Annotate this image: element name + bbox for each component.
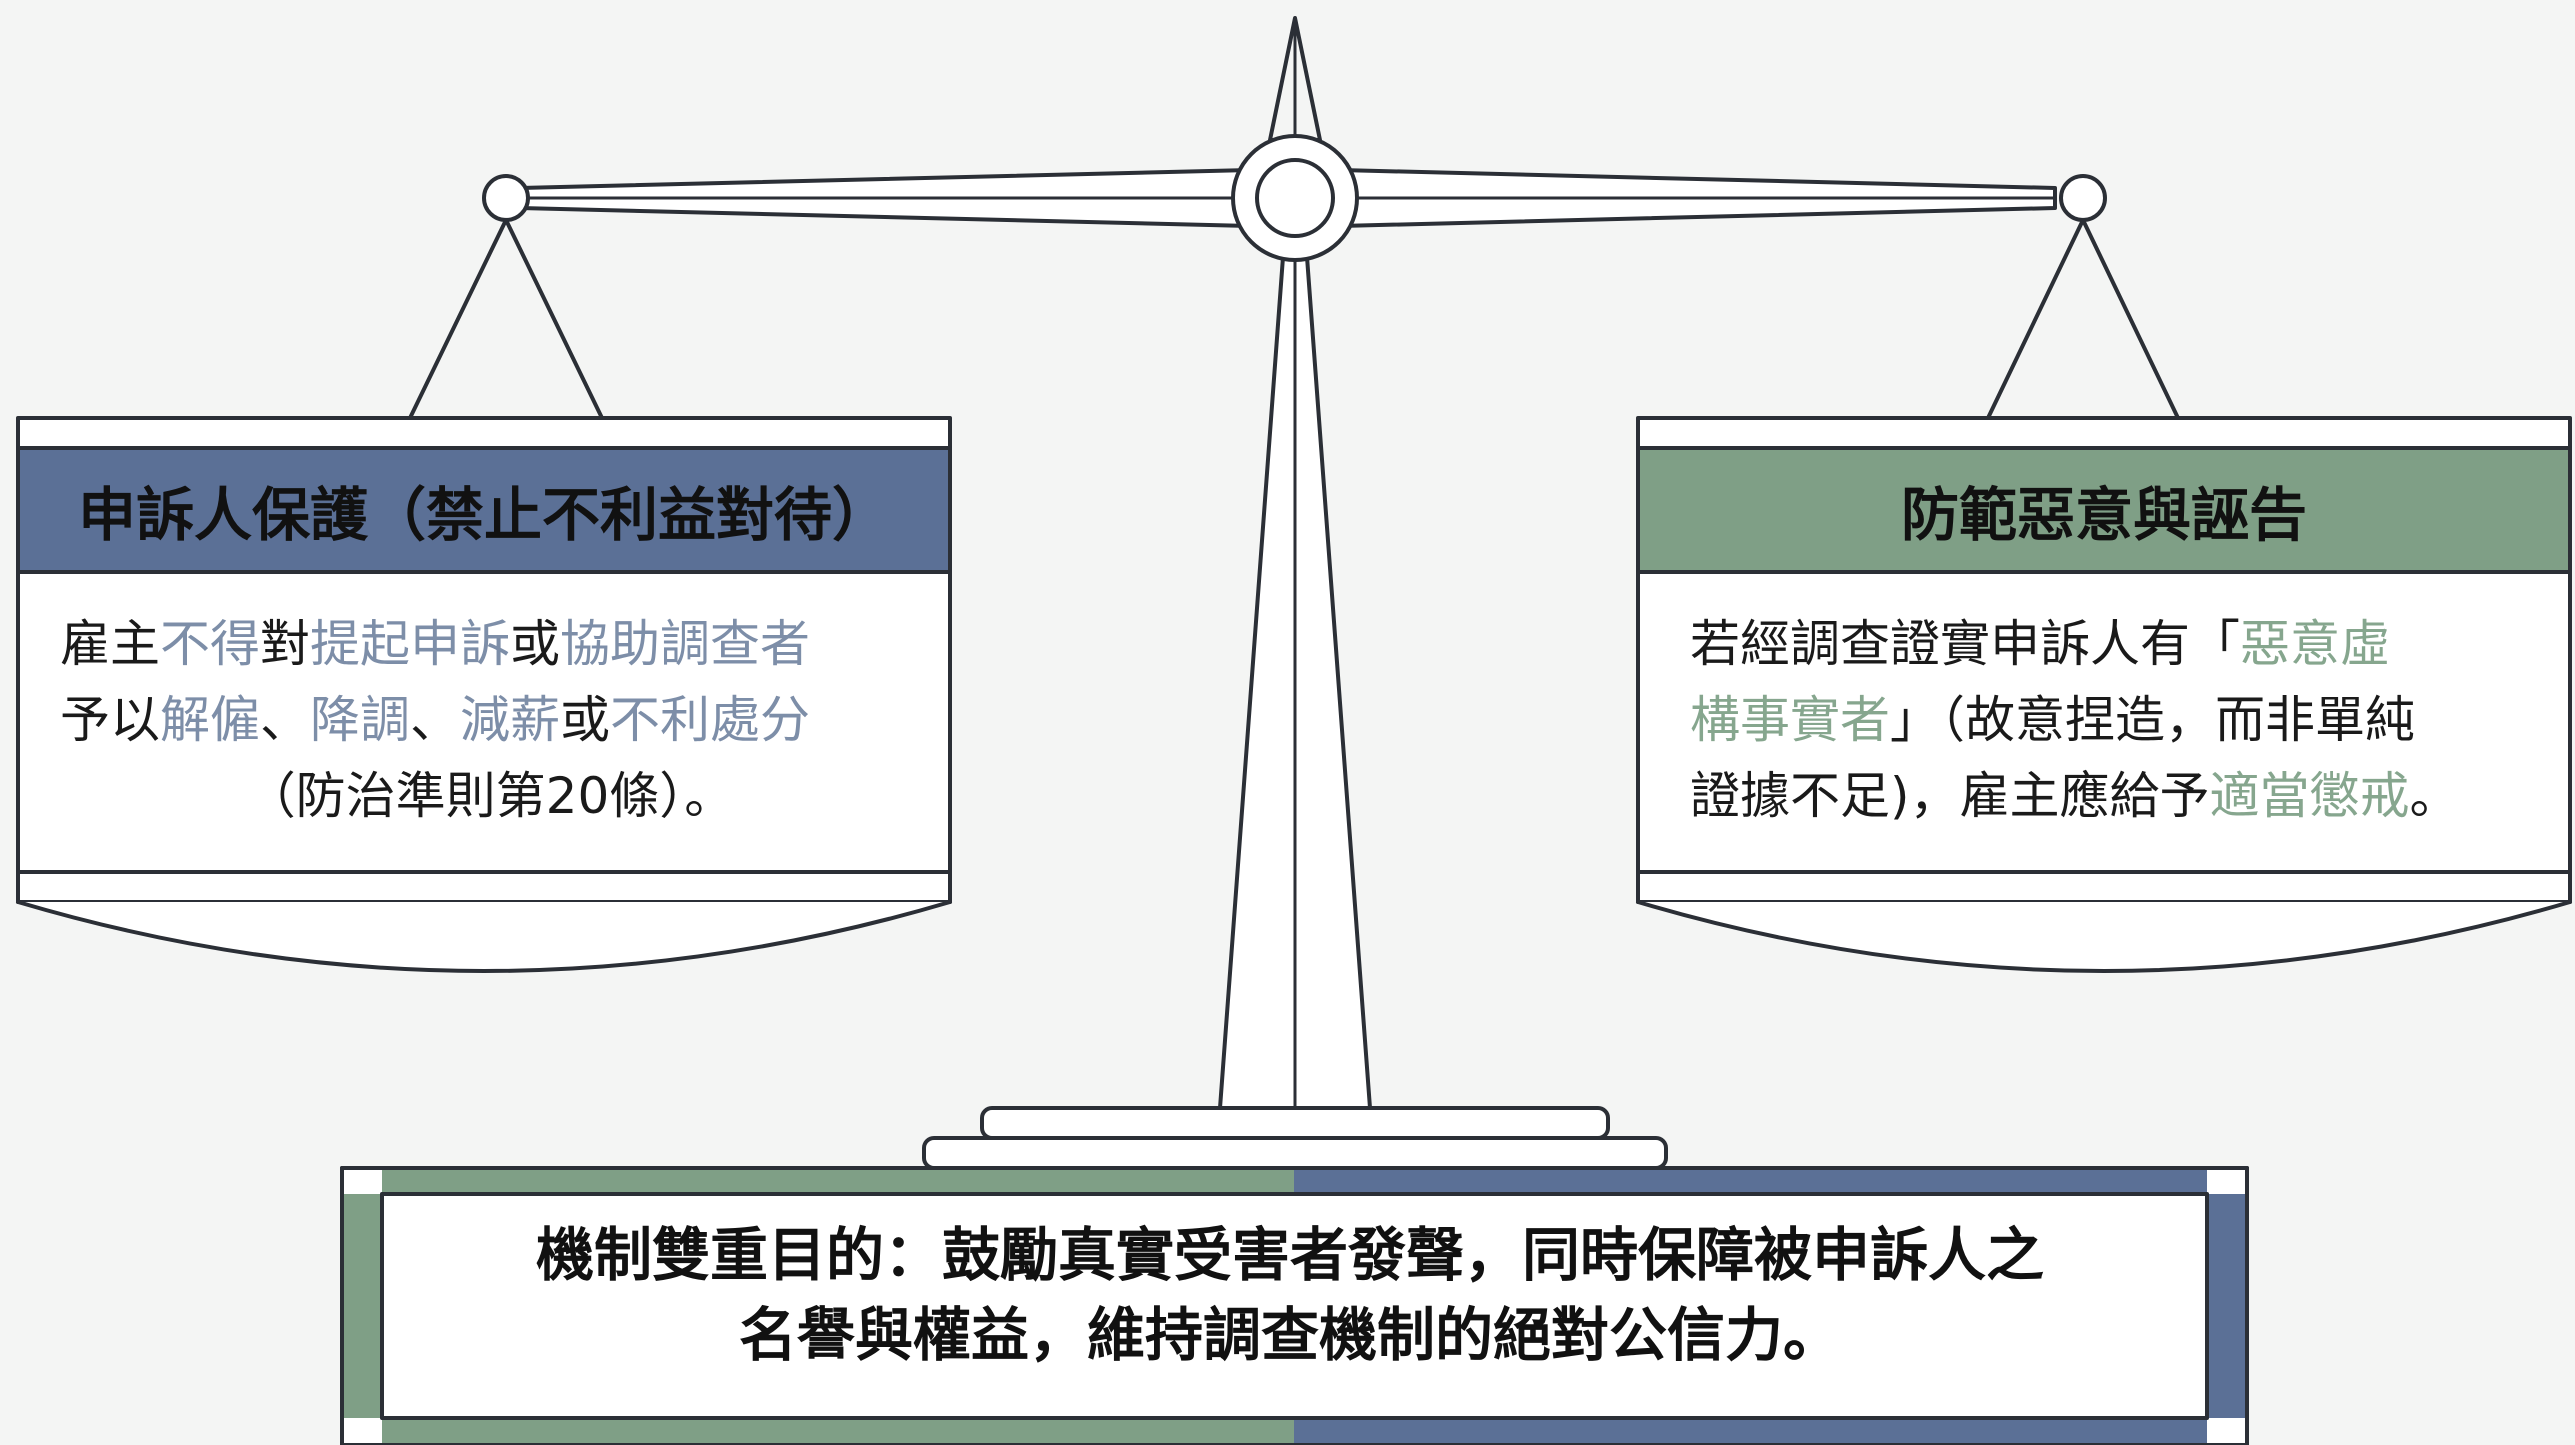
- body-text: 」（故意捏造，而非單純: [1890, 691, 2415, 749]
- body-text: 予以: [60, 691, 160, 749]
- right-pan-title: 防範惡意與誣告: [1900, 481, 2307, 549]
- left-strings: [408, 218, 604, 420]
- highlight-text: 降調: [310, 691, 410, 749]
- highlight-text: 減薪: [460, 691, 560, 749]
- body-text: 證據不足)，雇主應給予: [1690, 767, 2210, 825]
- highlight-text: 協助調查者: [560, 615, 810, 673]
- scale-base-steps: [922, 1106, 1668, 1170]
- body-text: 雇主: [60, 615, 160, 673]
- scale-plinth: [340, 1166, 2249, 1445]
- left-pivot: [482, 174, 530, 222]
- highlight-text: 解僱: [160, 691, 260, 749]
- right-strings: [1986, 218, 2180, 420]
- body-text: 對: [260, 615, 310, 673]
- right-pan: [1636, 416, 2572, 973]
- scale-hub: [1231, 134, 1359, 262]
- scale-pillar: [1218, 228, 1372, 1110]
- highlight-text: 構事實者: [1690, 691, 1890, 749]
- dual-purpose-statement: 機制雙重目的：鼓勵真實受害者發聲，同時保障被申訴人之 名譽與權益，維持調查機制的…: [390, 1190, 2190, 1400]
- left-pan: [16, 416, 952, 973]
- right-pan-body: 若經調查證實申訴人有「惡意虛構事實者」（故意捏造，而非單純證據不足)，雇主應給予…: [1690, 606, 2550, 834]
- body-text: （防治準則第20條）。: [245, 767, 735, 825]
- right-pan-body-line: 若經調查證實申訴人有「惡意虛: [1690, 606, 2550, 682]
- right-pan-body-line: 證據不足)，雇主應給予適當懲戒。: [1690, 758, 2550, 834]
- highlight-text: 不利處分: [610, 691, 810, 749]
- body-text: 或: [510, 615, 560, 673]
- left-pan-body-line: （防治準則第20條）。: [60, 758, 920, 834]
- right-pivot: [2059, 174, 2107, 222]
- left-pan-body-line: 予以解僱、降調、減薪或不利處分: [60, 682, 920, 758]
- right-pan-body-line: 構事實者」（故意捏造，而非單純: [1690, 682, 2550, 758]
- body-text: 或: [560, 691, 610, 749]
- statement-line-1: 機制雙重目的：鼓勵真實受害者發聲，同時保障被申訴人之: [535, 1221, 2044, 1289]
- left-pan-body-line: 雇主不得對提起申訴或協助調查者: [60, 606, 920, 682]
- statement-line-2: 名譽與權益，維持調查機制的絕對公信力。: [738, 1301, 1841, 1369]
- body-text: 、: [410, 691, 460, 749]
- body-text: 。: [2409, 767, 2460, 825]
- left-pan-body: 雇主不得對提起申訴或協助調查者予以解僱、降調、減薪或不利處分（防治準則第20條）…: [60, 606, 920, 834]
- highlight-text: 提起申訴: [310, 615, 510, 673]
- highlight-text: 惡意虛: [2240, 615, 2390, 673]
- highlight-text: 不得: [160, 615, 260, 673]
- body-text: 、: [260, 691, 310, 749]
- highlight-text: 適當懲戒: [2209, 767, 2410, 825]
- body-text: 若經調查證實申訴人有「: [1690, 615, 2240, 673]
- left-pan-title: 申訴人保護（禁止不利益對待）: [77, 481, 890, 549]
